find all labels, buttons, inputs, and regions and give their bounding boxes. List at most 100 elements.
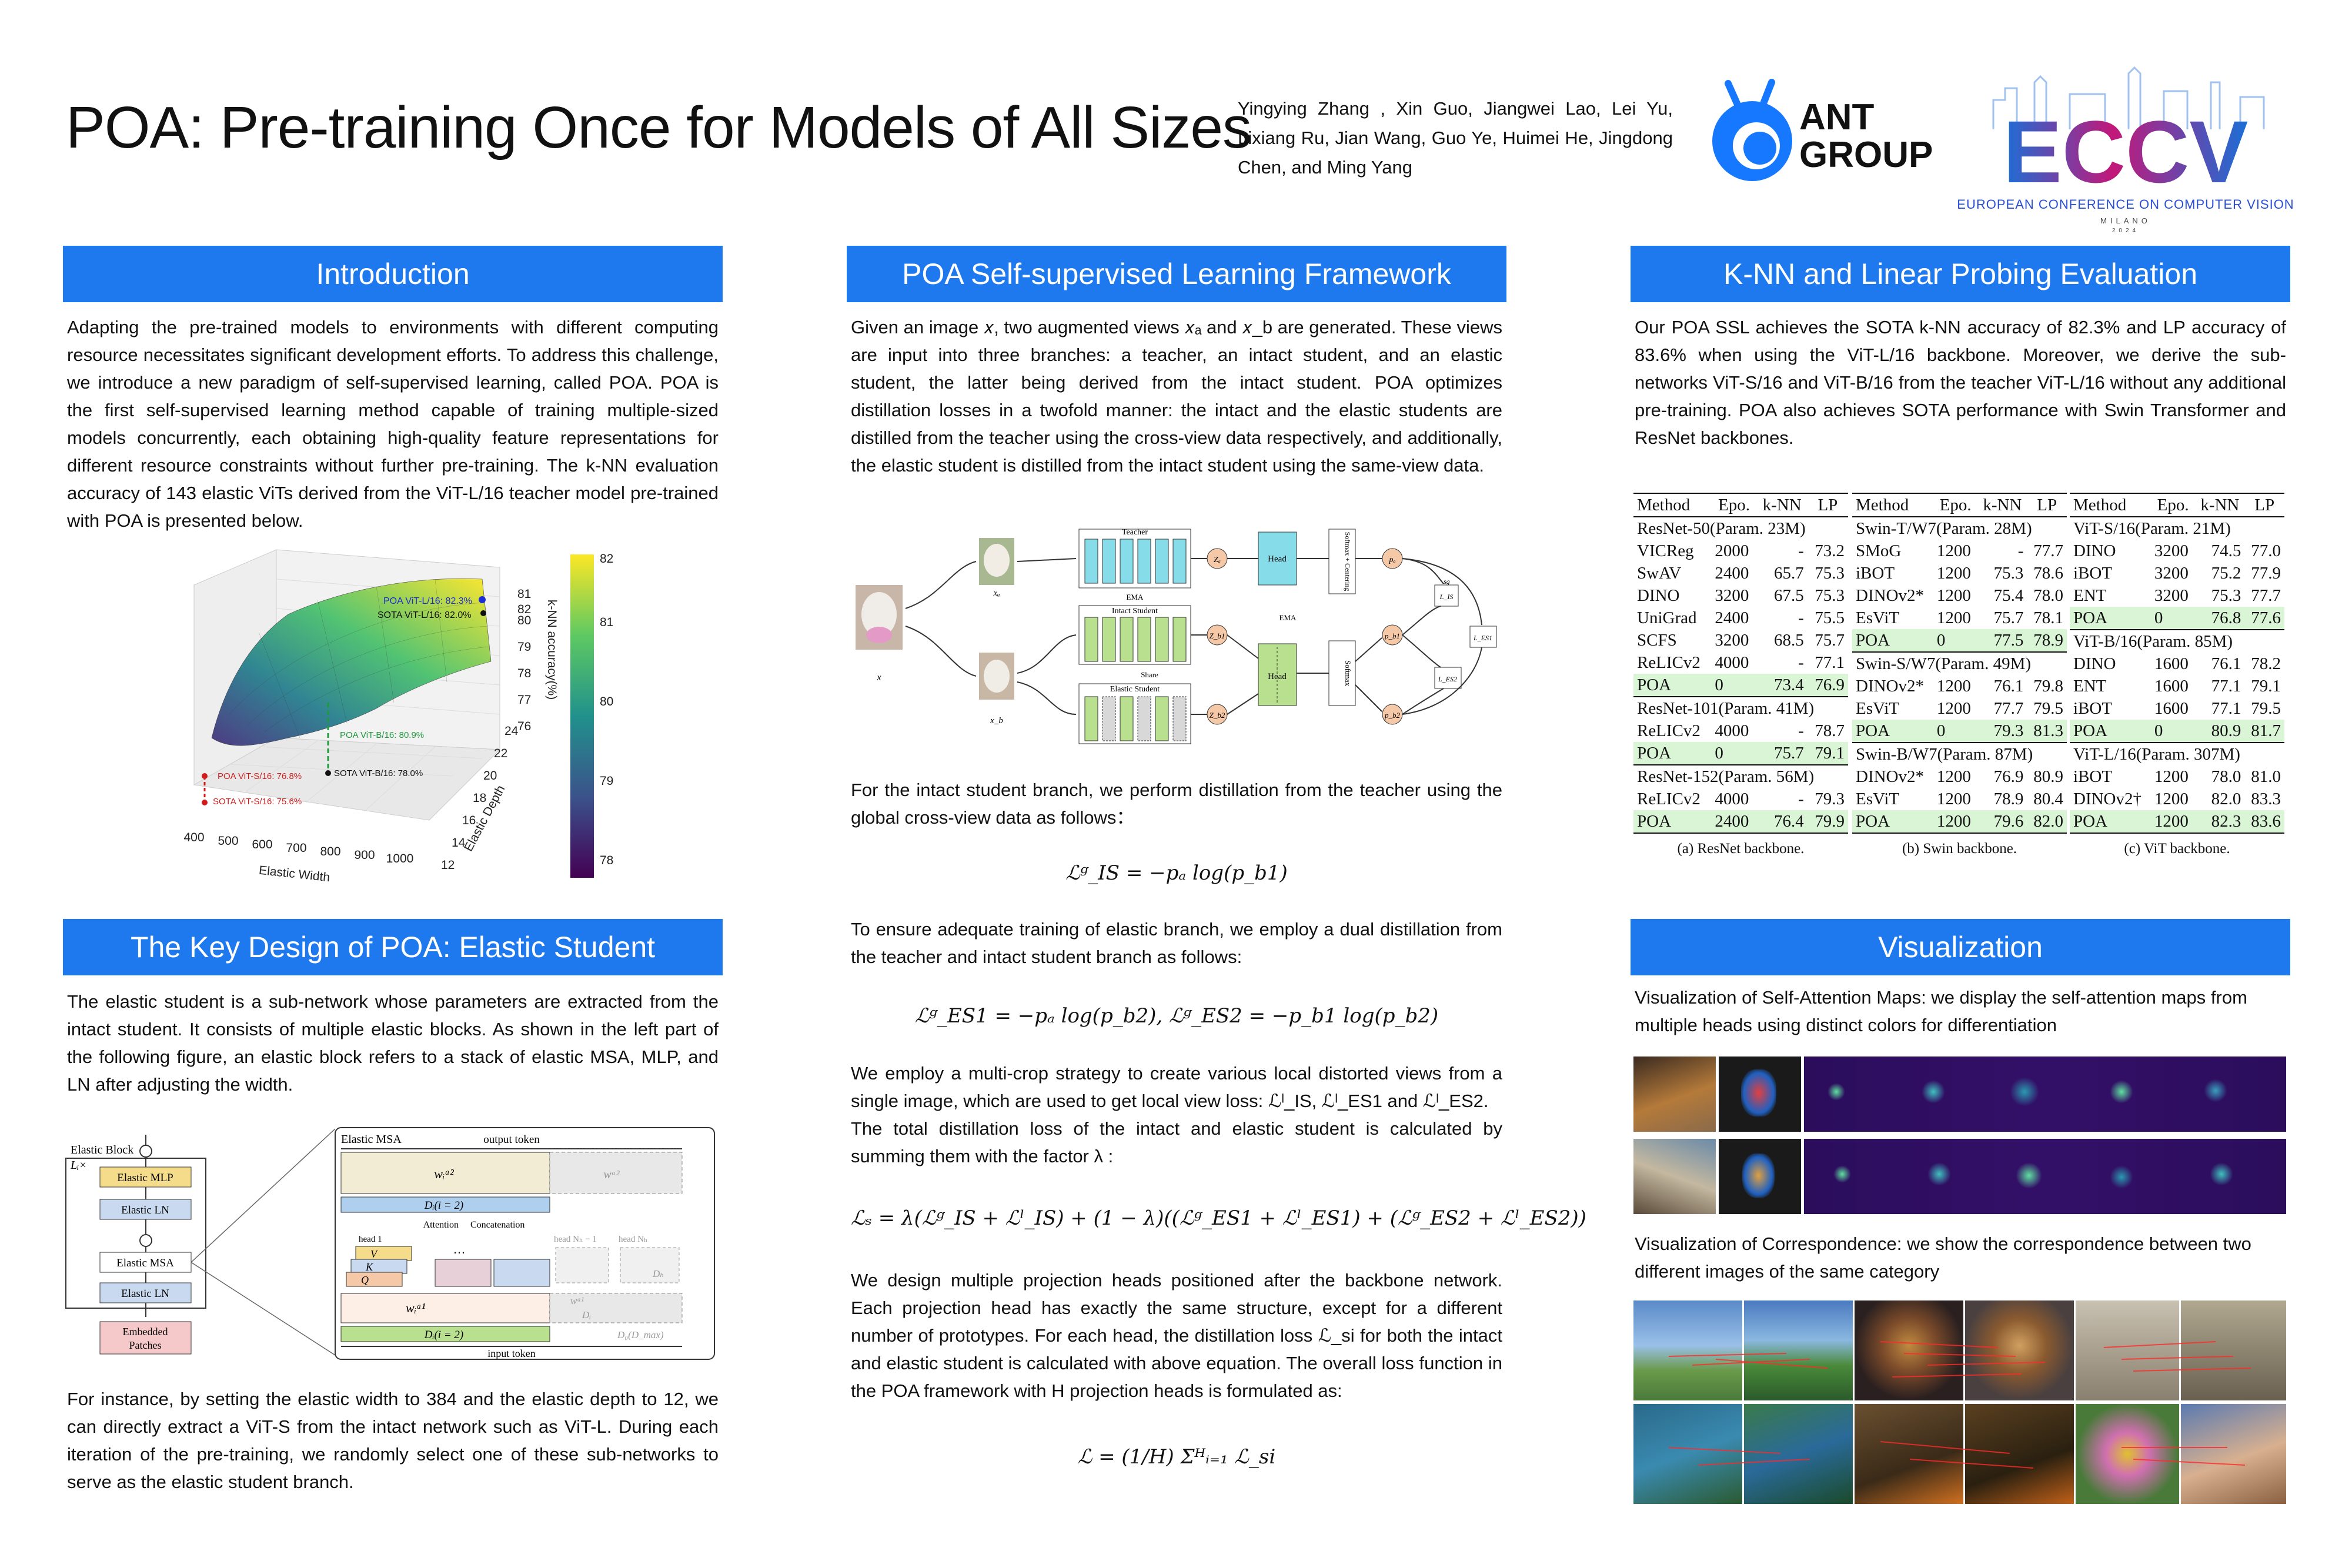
table-cell: POA — [1633, 674, 1712, 697]
backbone-group-title: ResNet-101(Param. 41M) — [1633, 696, 1848, 720]
softmax-centering-label: Softmax + Centering — [1344, 532, 1352, 591]
table-cell: 77.5 — [1977, 629, 2027, 652]
d-i-bar-bottom — [340, 1326, 550, 1342]
output-token-label: output token — [483, 1134, 540, 1146]
colorbar-tick: 82 — [600, 552, 613, 566]
ellipsis: … — [453, 1242, 466, 1256]
table-cell: iBOT — [2073, 563, 2113, 583]
table-cell: 0 — [1711, 742, 1757, 765]
colorbar-tick: 79 — [600, 774, 613, 788]
table-cell: ReLICv2 — [1637, 721, 1700, 740]
corr-lizard-1 — [1855, 1404, 1963, 1504]
pb2-label: p_b2 — [1384, 711, 1401, 720]
table-cell: 76.8 — [2195, 607, 2245, 630]
table-cell: 79.1 — [2251, 676, 2281, 696]
v-label: V — [370, 1248, 378, 1260]
table-cell: POA — [2070, 810, 2151, 834]
d-i-label-bottom: Dᵢ(i = 2) — [424, 1329, 463, 1341]
table-cell: 76.1 — [2211, 654, 2241, 673]
table-cell: DINO — [2073, 541, 2116, 560]
backbone-group-title: ResNet-152(Param. 56M) — [1633, 764, 1848, 788]
eccv-year: 2024 — [2112, 228, 2139, 234]
table-cell: ENT — [2073, 676, 2107, 696]
attn-source-dog — [1633, 1057, 1716, 1132]
corr-gong-1 — [1855, 1300, 1963, 1400]
table-cell: 75.3 — [1815, 563, 1845, 583]
table-cell: 75.5 — [1815, 608, 1845, 627]
w-a2-block — [340, 1152, 550, 1194]
knn-heading: K-NN and Linear Probing Evaluation — [1631, 246, 2290, 302]
table-cell: 0 — [1711, 674, 1757, 697]
table-cell: EsViT — [1856, 698, 1899, 718]
head-n-label: head Nₕ — [619, 1235, 647, 1244]
ant-group-wordmark: ANT GROUP — [1799, 99, 1933, 174]
framework-text-1: Given an image 𝑥, two augmented views 𝑥ₐ… — [851, 317, 1502, 476]
table-cell: 73.4 — [1756, 674, 1808, 697]
table-cell: 82.3 — [2195, 810, 2245, 834]
student-head-label: Head — [1268, 672, 1287, 681]
column-header: k-NN — [1756, 493, 1808, 517]
table-cell: POA — [1852, 810, 1933, 834]
eccv-wordmark: ECCV — [2003, 102, 2249, 201]
backbone-group-title: ResNet-50(Param. 23M) — [1637, 519, 1806, 538]
table-cell: - — [2017, 541, 2024, 560]
poa-framework-diagram: x xₐ x_b Teacher EMA Intact Student Shar… — [856, 528, 1497, 744]
x-axis-label: Elastic Width — [258, 864, 330, 885]
table-cell: - — [1798, 653, 1804, 672]
column-header: Method — [1852, 493, 1933, 517]
ant-wordmark-line2: GROUP — [1799, 135, 1933, 175]
table-cell: 81.7 — [2244, 720, 2284, 743]
table-cell: 77.1 — [1815, 653, 1845, 672]
table-cell: 80.4 — [2033, 789, 2063, 808]
elastic-msa-label: Elastic MSA — [116, 1257, 174, 1269]
backbone-group-title: ViT-B/16(Param. 85M) — [2070, 629, 2284, 653]
column-header: k-NN — [2195, 493, 2245, 517]
les1-label: L_ES1 — [1473, 634, 1492, 642]
table-cell: ENT — [2073, 586, 2107, 605]
table-cell: iBOT — [2073, 698, 2113, 718]
annotation-sota-vit-l: SOTA ViT-L/16: 82.0% — [377, 610, 472, 620]
table-cell: 4000 — [1715, 653, 1749, 672]
table-cell: 77.7 — [2033, 541, 2063, 560]
lis-label: L_IS — [1439, 593, 1454, 601]
elastic-ln-box-2 — [99, 1282, 192, 1303]
table-cell: 65.7 — [1773, 563, 1804, 583]
table-cell: 76.9 — [1807, 674, 1848, 697]
table-cell: DINO — [2073, 654, 2116, 673]
elastic-block-frame — [65, 1158, 206, 1309]
y-tick: 24 — [505, 724, 519, 738]
table-cell: DINO — [1637, 586, 1680, 605]
table-cell: 75.7 — [1993, 608, 2024, 627]
corr-peacock-2 — [1744, 1404, 1853, 1504]
x-tick: 500 — [218, 834, 238, 848]
annotation-sota-vit-b: SOTA ViT-B/16: 78.0% — [334, 768, 423, 778]
table-cell: 75.7 — [1756, 742, 1808, 765]
d-i-small-label: Dᵢ — [582, 1309, 591, 1320]
z-tick: 76 — [517, 720, 531, 733]
d-i-label-top: Dᵢ(i = 2) — [424, 1199, 463, 1212]
x-tick: 600 — [252, 838, 272, 851]
backbone-group-title: ViT-S/16(Param. 21M) — [2073, 519, 2231, 538]
corr-dog-2 — [2181, 1300, 2286, 1400]
elastic-mlp-label: Elastic MLP — [117, 1172, 173, 1184]
backbone-group-title: Swin-B/W7(Param. 87M) — [1852, 742, 2067, 765]
colorbar — [570, 554, 594, 878]
corr-gong-2 — [1965, 1300, 2074, 1400]
table-cell: 1200 — [1936, 563, 1971, 583]
table-cell: 3200 — [2154, 563, 2189, 583]
